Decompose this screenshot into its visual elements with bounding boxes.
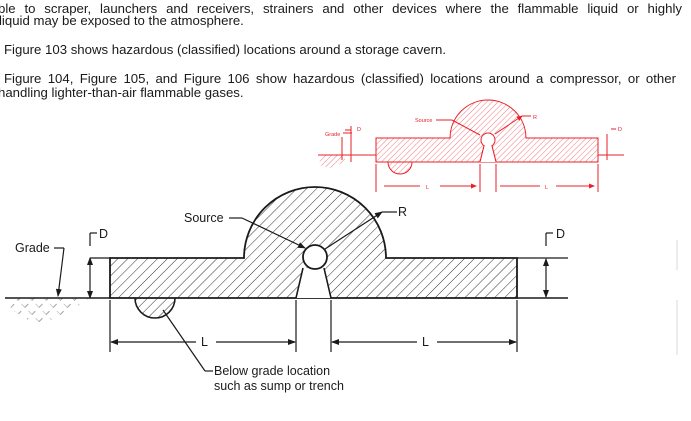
overlay-d-label-right: D [618, 127, 622, 133]
hazardous-envelope [109, 186, 518, 299]
grade-soil-hatch [10, 298, 90, 325]
below-grade-label-line2: such as sump or trench [214, 379, 344, 393]
radius-label: R [398, 205, 407, 219]
body-text-line: liquid may be exposed to the atmosphere. [0, 13, 244, 28]
red-overlay-figure [318, 99, 624, 192]
length-label-right: L [422, 335, 429, 349]
length-label-left: L [201, 335, 208, 349]
body-text-line: handling lighter-than-air flammable gase… [0, 85, 244, 100]
body-text-line: ble to scraper, launchers and receivers,… [0, 1, 682, 16]
overlay-grade-label: Grade [325, 132, 340, 138]
source-circle [302, 244, 328, 270]
body-text-line: Figure 104, Figure 105, and Figure 106 s… [4, 71, 676, 86]
body-text-line: Figure 103 shows hazardous (classified) … [4, 42, 447, 57]
source-label: Source [184, 211, 224, 225]
overlay-l-label-left: L [426, 185, 429, 191]
depth-label-right: D [556, 227, 565, 241]
overlay-r-label: R [533, 115, 537, 121]
grade-label: Grade [15, 241, 50, 255]
red-overlay-labels: Grade Source R D D L L [325, 115, 622, 191]
main-figure-labels: Grade Source R D D L L Below grade locat… [15, 205, 565, 393]
below-grade-sump [134, 297, 176, 319]
overlay-l-label-right: L [545, 185, 548, 191]
main-figure [5, 186, 568, 372]
overlay-source-label: Source [415, 118, 432, 124]
overlay-d-label-left: D [357, 127, 361, 133]
depth-label-left: D [99, 227, 108, 241]
below-grade-label-line1: Below grade location [214, 364, 330, 378]
